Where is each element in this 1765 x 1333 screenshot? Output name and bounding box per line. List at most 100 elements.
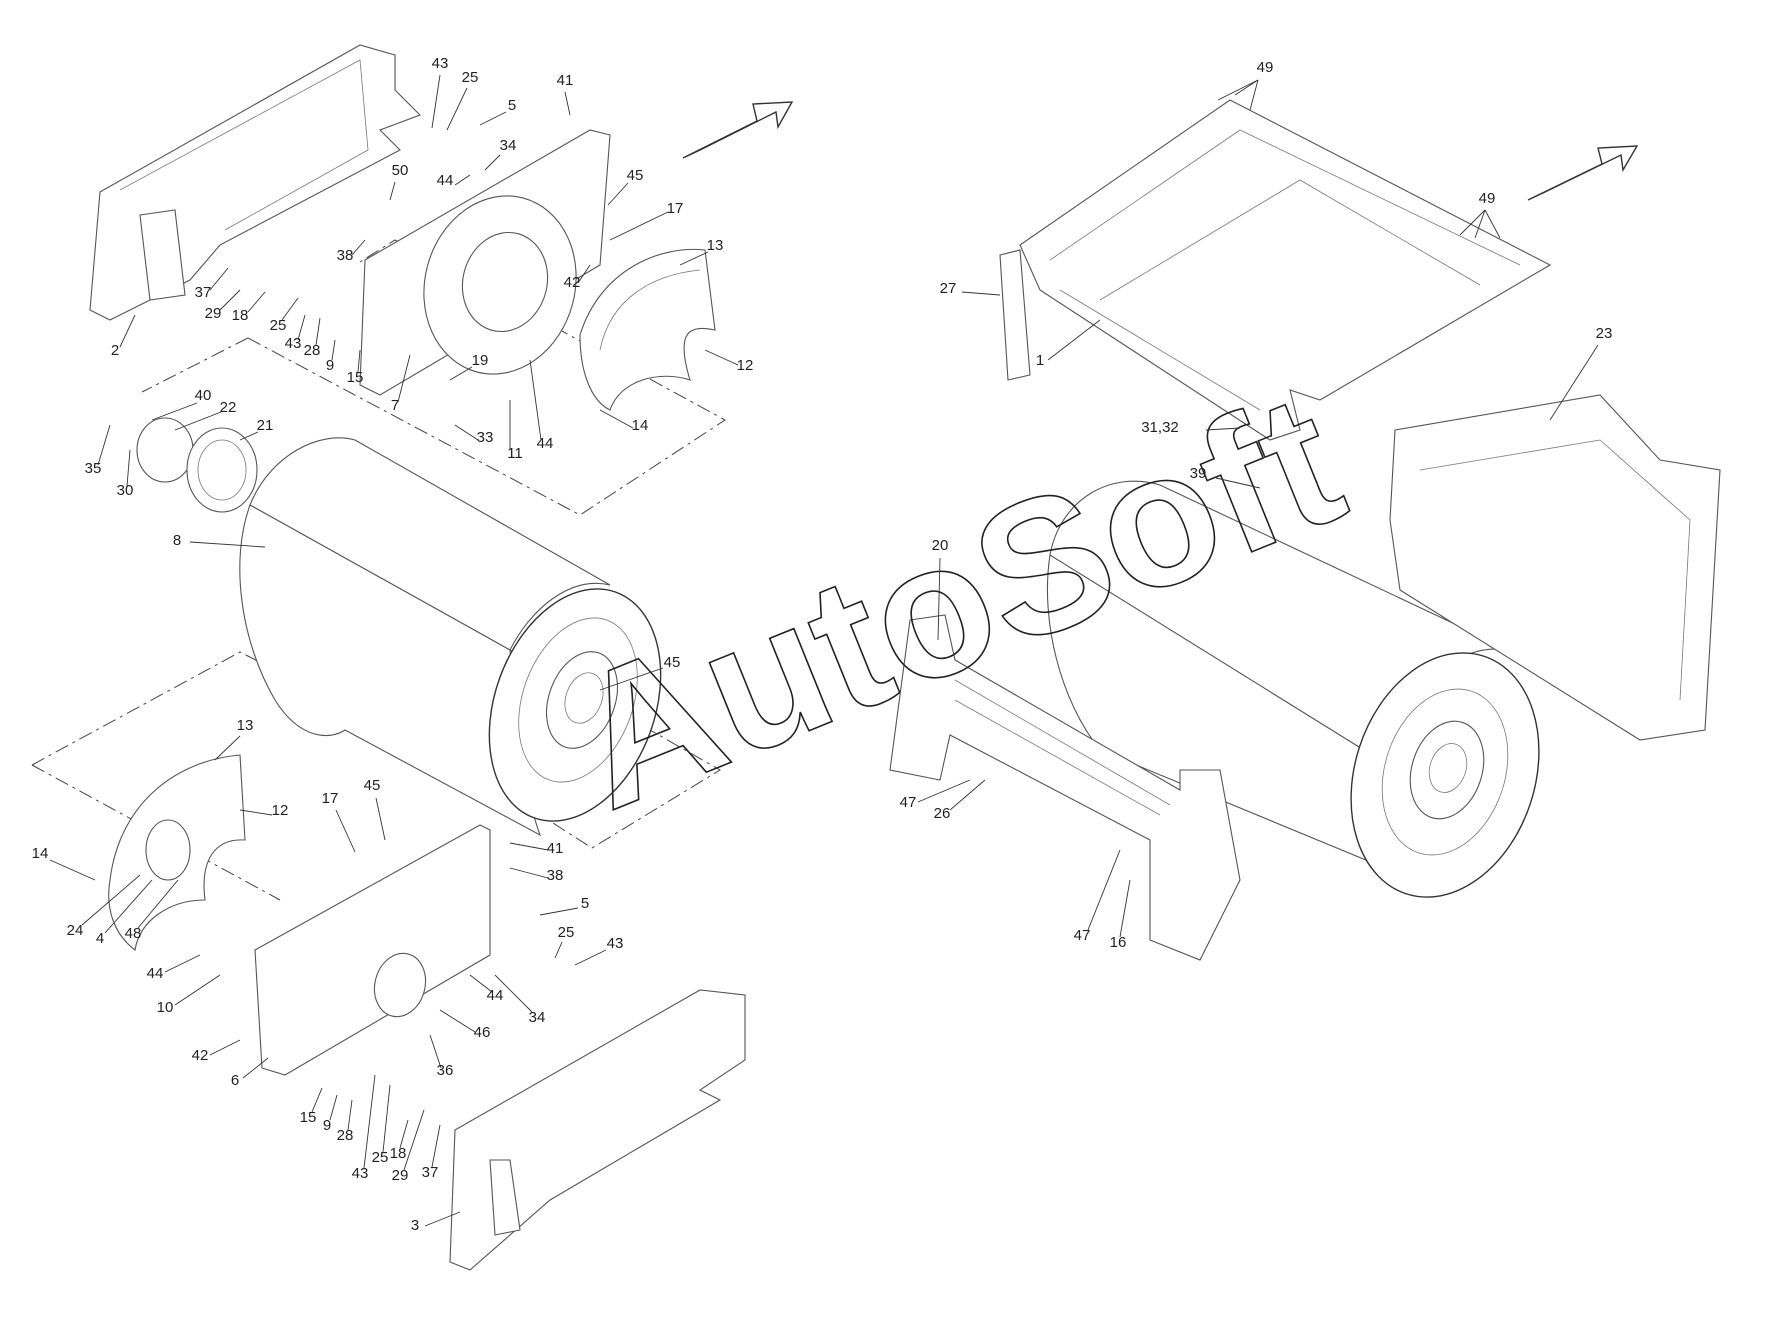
- callout-label: 35: [85, 460, 102, 477]
- callout-leader: [357, 349, 361, 373]
- callout-label: 18: [390, 1145, 407, 1162]
- callout-label: 29: [392, 1167, 409, 1184]
- callout-label: 4: [96, 930, 104, 947]
- callout-label: 15: [300, 1109, 317, 1126]
- callout-label: 25: [372, 1149, 389, 1166]
- callout-leader: [937, 557, 941, 641]
- callout-leader: [449, 366, 473, 381]
- callout-label: 37: [422, 1164, 439, 1181]
- callout-label: 19: [472, 352, 489, 369]
- callout-leader: [554, 941, 563, 959]
- callout-leader: [126, 449, 131, 487]
- callout-label: 25: [558, 924, 575, 941]
- callout-label: 15: [347, 369, 364, 386]
- callout-leader: [389, 181, 396, 201]
- callout-leader: [704, 349, 739, 366]
- callout-label: 28: [304, 342, 321, 359]
- callout-label: 14: [632, 417, 649, 434]
- callout-label: 44: [437, 172, 454, 189]
- callout-leader: [219, 289, 241, 311]
- callout-leader: [679, 251, 709, 266]
- callout-label: 49: [1479, 190, 1496, 207]
- callout-leader: [429, 1034, 442, 1069]
- callout-leader: [607, 182, 629, 206]
- callout-label: 37: [195, 284, 212, 301]
- callout-leader: [484, 154, 501, 171]
- callout-label: 9: [326, 357, 334, 374]
- drum-left: [239, 437, 662, 837]
- callout-leader: [1459, 209, 1486, 236]
- callout-label: 45: [627, 167, 644, 184]
- callout-label: 3: [411, 1217, 419, 1234]
- callout-leader: [81, 874, 141, 926]
- callout-label: 40: [195, 387, 212, 404]
- callout-label: 41: [557, 72, 574, 89]
- callout-leader: [104, 879, 153, 934]
- callout-label: 45: [364, 777, 381, 794]
- callout-leader: [1205, 427, 1241, 431]
- callout-label: 26: [934, 805, 951, 822]
- callout-label: 18: [232, 307, 249, 324]
- callout-leader: [214, 735, 241, 761]
- callout-leader: [539, 907, 579, 916]
- callout-label: 23: [1596, 325, 1613, 342]
- callout-label: 27: [940, 280, 957, 297]
- callout-leader: [119, 314, 136, 348]
- callout-leader: [335, 809, 356, 853]
- callout-label: 24: [67, 922, 84, 939]
- callout-leader: [331, 339, 336, 361]
- callout-label: 43: [352, 1165, 369, 1182]
- callout-label: 47: [1074, 927, 1091, 944]
- callout-label: 17: [667, 200, 684, 217]
- callout-leader: [1549, 344, 1599, 421]
- callout-label: 44: [487, 987, 504, 1004]
- callout-label: 25: [270, 317, 287, 334]
- direction-arrow-left: [682, 101, 794, 159]
- callout-label: 47: [900, 794, 917, 811]
- callout-leader: [1234, 79, 1259, 96]
- callout-leader: [363, 1074, 376, 1169]
- callout-leader: [209, 1039, 241, 1056]
- callout-leader: [1474, 209, 1486, 239]
- callout-label: 34: [500, 137, 517, 154]
- callout-label: 36: [437, 1062, 454, 1079]
- callout-label: 41: [547, 840, 564, 857]
- callout-leader: [599, 667, 664, 691]
- callout-leader: [454, 424, 479, 441]
- callout-label: 44: [537, 435, 554, 452]
- callout-leader: [1215, 477, 1261, 489]
- callout-label: 16: [1110, 934, 1127, 951]
- callout-leader: [239, 809, 273, 816]
- scraper-panel-top: [89, 44, 421, 321]
- callout-leader: [424, 1211, 461, 1227]
- callout-leader: [315, 317, 321, 346]
- callout-label: 50: [392, 162, 409, 179]
- callout-leader: [351, 239, 366, 256]
- callout-label: 29: [205, 305, 222, 322]
- callout-label: 20: [932, 537, 949, 554]
- callout-leader: [1047, 319, 1101, 361]
- callout-label: 12: [272, 802, 289, 819]
- callout-label: 46: [474, 1024, 491, 1041]
- main-frame: [999, 99, 1552, 441]
- callout-label: 45: [664, 654, 681, 671]
- callout-leader: [609, 211, 669, 241]
- callout-leader: [297, 314, 306, 341]
- callout-leader: [1217, 79, 1259, 101]
- arc-shield-bottom: [108, 754, 246, 951]
- callout-label: 1: [1036, 352, 1044, 369]
- callout-label: 44: [147, 965, 164, 982]
- side-plate-top: [359, 129, 611, 396]
- callout-leader: [1249, 79, 1259, 111]
- callout-label: 49: [1257, 59, 1274, 76]
- callout-leader: [509, 867, 549, 879]
- scraper-right: [1389, 394, 1721, 741]
- callout-leader: [375, 797, 386, 841]
- callout-leader: [949, 779, 986, 811]
- callout-label: 48: [125, 925, 142, 942]
- callout-leader: [439, 1009, 476, 1033]
- callout-leader: [137, 879, 179, 929]
- callout-label: 39: [1190, 465, 1207, 482]
